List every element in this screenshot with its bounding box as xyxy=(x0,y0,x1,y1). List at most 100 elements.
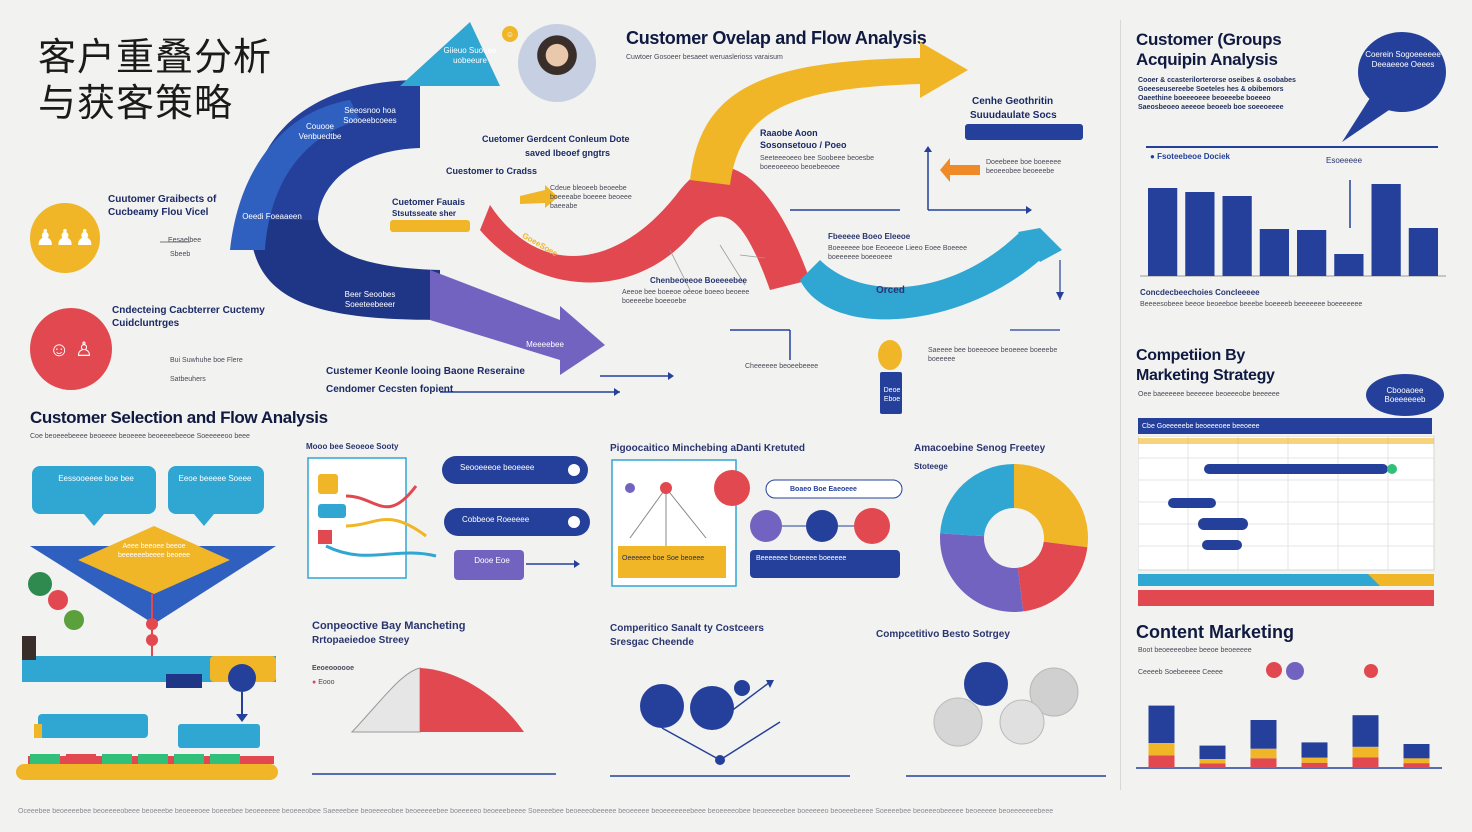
orced-label: Orced xyxy=(876,285,905,296)
team-photo-avatar xyxy=(518,24,596,102)
bar1-bar-5 xyxy=(1297,230,1327,276)
bar1-bar-8 xyxy=(1408,228,1438,276)
acquisition-title: Customer (Groups Acquipin Analysis xyxy=(1136,30,1282,70)
label-b: Cuestomer to Cradss xyxy=(446,166,538,176)
label-b-note: Cdeue bleoeeb beoeebe boeeeabe boeeee be… xyxy=(550,185,632,210)
cmp1-legend-2-text: Eooo xyxy=(318,679,335,686)
acq-title-line-2: Acquipin Analysis xyxy=(1136,50,1278,69)
cashflow-sub: Suuudaulate Socs xyxy=(970,110,1057,121)
bar2-bar-2-seg0 xyxy=(1199,745,1226,760)
bar2-bar-5-seg2 xyxy=(1352,757,1379,768)
bar2-bar-5-seg0 xyxy=(1352,715,1379,747)
bar2-bar-1-seg0 xyxy=(1148,705,1175,744)
gantt-chart xyxy=(1138,436,1435,606)
content-sub: Boot beoeeeeobee beeoe beoeeeee xyxy=(1138,647,1252,654)
bar1-bar-1 xyxy=(1148,188,1178,276)
bar2-bar-6-seg2 xyxy=(1403,763,1430,768)
gantt-header-bar xyxy=(1138,418,1432,434)
cmp1-legend-2: ● Eooo xyxy=(312,678,335,687)
acq-desc-4: Saeosbeoeo aeeeoe beoeeb boe soeeoeeee xyxy=(1138,104,1284,111)
mid-desc: Aeeoe bee boeeoe oeeoe boeeo beoeee boee… xyxy=(622,289,750,305)
panel3-box-2: Beeeeeee boeeeee boeeeee xyxy=(756,555,847,562)
bar2-bar-2-seg1 xyxy=(1199,759,1226,764)
cmp3-bubble-chart xyxy=(906,662,1106,777)
arc-label-3: Seeosnoo hoa Soooeebcoees xyxy=(343,106,397,125)
people-group-icon: ♟♟♟ xyxy=(30,203,100,273)
right-bottom-note: Saeeee bee boeeeoee beoeeee boeeebe boee… xyxy=(928,347,1058,363)
cmp1-title: Conpeoctive Bay Mancheting xyxy=(312,620,466,632)
gantt-header: Cbe Goeeeeebe beoeeeoee beeoeee xyxy=(1142,423,1260,430)
cmp2-network-chart xyxy=(610,680,850,777)
panel2-title: Mooo bee Seoeoe Sooty xyxy=(306,442,399,451)
legend-dot-purple xyxy=(1286,662,1304,680)
title-line-1: 客户重叠分析 xyxy=(38,35,273,79)
right-desc-title: Fbeeeee Boeo Eleeoe xyxy=(828,232,911,241)
journey-title: Custemer Keonle looing Baone Reseraine xyxy=(326,366,525,377)
bar-panel-title: ● Fsoteebeoe Dociek xyxy=(1150,152,1230,161)
teal-top-arrow xyxy=(400,22,500,86)
footer-text: Oceeebee beoeeeebee beoeeeeobeee beoeeeb… xyxy=(18,808,1054,815)
competition-bubble-text: Cbooaoee Boeeeeeeb xyxy=(1384,386,1426,404)
yellow-arc-label-2: Sosonsetouo / Poeo xyxy=(760,140,847,150)
lightbulb-icon xyxy=(878,340,902,370)
main-subtitle: Cuwtoer Gosoeer besaeet weruaslerioss va… xyxy=(626,54,783,61)
navy-arc-bottom xyxy=(250,220,440,320)
donut-slice-2 xyxy=(940,533,1024,612)
orange-arrow-right xyxy=(940,158,980,182)
bar2-bar-3-seg0 xyxy=(1250,720,1277,749)
panel3-pill: Boaeo Boe Eaeoeee xyxy=(790,486,857,493)
cmp1-area-chart xyxy=(312,667,556,775)
yellow-arc-label-1: Raaobe Aoon xyxy=(760,128,818,138)
teal-bottom-arc xyxy=(800,232,1040,320)
yellow-arc xyxy=(690,42,968,185)
arc-label-1: Couooe Venbuedtbe xyxy=(298,122,342,141)
content-title: Content Marketing xyxy=(1136,622,1295,642)
bar1-bar-7 xyxy=(1371,184,1401,276)
panel2-pill-3: Dooe Eoe xyxy=(474,556,510,565)
condensing-title: Cndecteing Cacbterrer Cuctemy Cuidcluntr… xyxy=(112,305,265,329)
flow-sub: Coe beoeeebeeee beoeeee beoeeee beoeeeeb… xyxy=(30,433,250,440)
navy-tab xyxy=(965,124,1083,140)
speech-bubble-icon xyxy=(1342,32,1446,142)
label-c: Cuetomer Fauais xyxy=(392,197,466,207)
mid-block-title: Chenbeoeeoe Boeeeebee xyxy=(650,276,747,285)
legend-dot-icon: ● xyxy=(312,679,317,686)
arc-label-2: Oeedi Foeaaeen xyxy=(242,212,302,221)
groups-note-1: Eesaelbee xyxy=(168,237,202,244)
competition-bubble: Cbooaoee Boeeeeeeb xyxy=(1366,374,1444,416)
donut-slice-3 xyxy=(940,464,1014,537)
acq-desc-2: Goeeseusereebe Soeteles hes & obibemors xyxy=(1138,86,1284,93)
main-title: Customer Ovelap and Flow Analysis xyxy=(626,28,927,48)
competition-sub: Oee baeeeeee beeeeee beoeeeobe beeeeee xyxy=(1138,391,1280,398)
right-desc: Boeeeeee boe Eeoeeoe Lieeo Eoee Boeeee b… xyxy=(828,245,967,261)
bar2-bar-4-seg0 xyxy=(1301,742,1328,758)
groups-note-2: Sbeeb xyxy=(170,251,191,258)
acq-bar-panel xyxy=(1146,146,1438,288)
page-title-cn: 客户重叠分析 与获客策略 xyxy=(38,34,272,126)
acquisition-bar-chart xyxy=(1140,180,1446,277)
bulb-tag: Deoe Eboe xyxy=(883,387,901,403)
label-a2: saved lbeoef gngtrs xyxy=(525,148,611,158)
bubble-left-1: Eessooeeee boe bee xyxy=(58,474,134,483)
teal-tip-arrow xyxy=(1018,228,1062,262)
content-legend: Ceeeeb Soebeeeee Ceeee xyxy=(1138,669,1223,676)
donut-slice-1 xyxy=(1017,541,1088,612)
bar2-bar-2-seg2 xyxy=(1199,763,1226,768)
bar-panel-tag: Esoeeeee xyxy=(1326,156,1363,165)
legend-dot-red xyxy=(1266,662,1282,678)
condensing-note-1: Bui Suwhuhe boe Flere xyxy=(170,357,243,364)
cmp3-title: Compcetitivo Besto Sotrgey xyxy=(876,629,1010,640)
flow-title: Customer Selection and Flow Analysis xyxy=(30,408,328,427)
condensing-note-2: Satbeuhers xyxy=(170,376,206,383)
panel4-title: Amacoebine Senog Freetey xyxy=(914,443,1046,454)
teal-tip-label: Giieuo Suoeee uobeeure xyxy=(443,46,497,65)
panel4-sub: Stoteege xyxy=(914,462,948,471)
funnel-diagram xyxy=(16,466,278,780)
content-bar-chart xyxy=(1136,705,1442,769)
red-wave xyxy=(480,166,810,290)
acq-title-line-1: Customer (Groups xyxy=(1136,30,1282,49)
bar2-bar-1-seg2 xyxy=(1148,755,1175,768)
bar2-bar-4-seg2 xyxy=(1301,762,1328,768)
column-divider xyxy=(1120,20,1121,790)
cmp2-sub: Sresgac Cheende xyxy=(610,637,694,648)
